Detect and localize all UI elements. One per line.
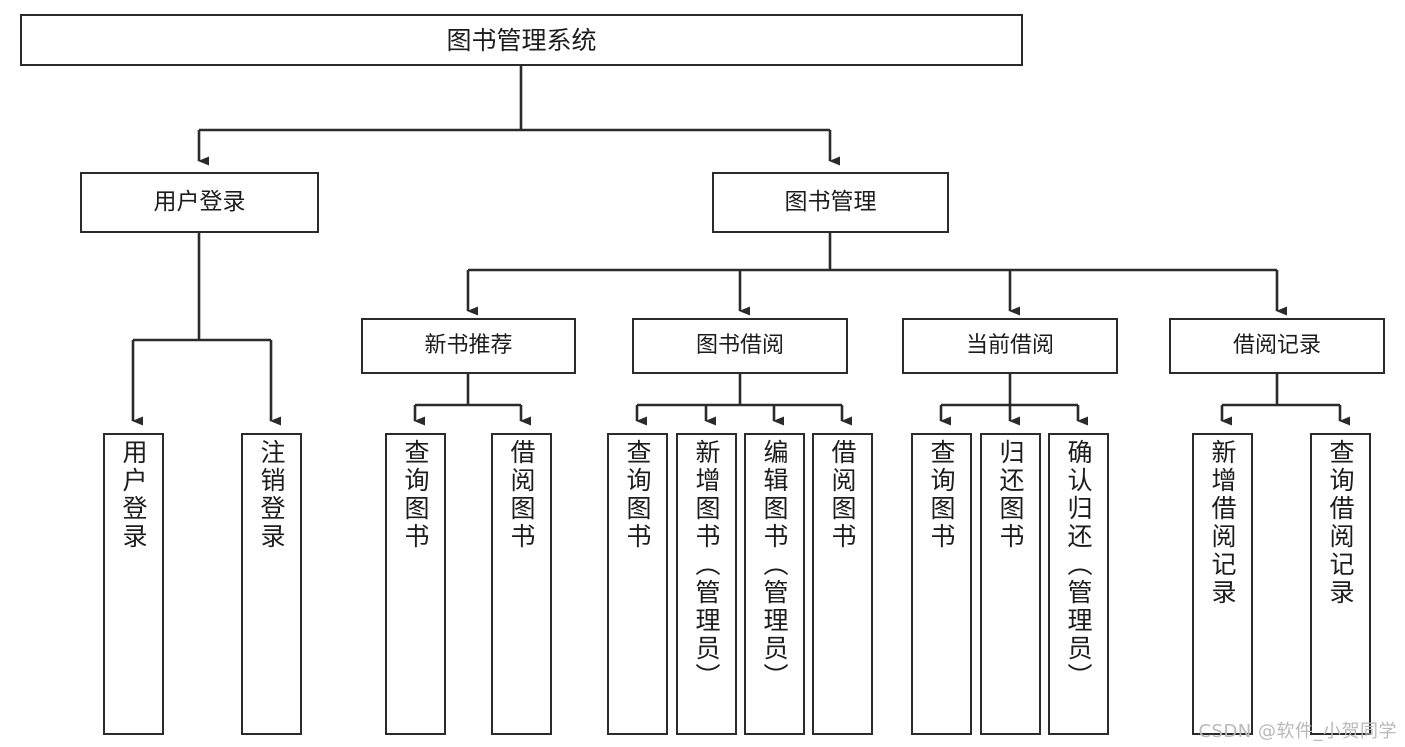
node-root-label: 图书管理系统 [446, 25, 597, 55]
leaf-query-book-3-label: 查询图书 [927, 439, 956, 551]
leaf-query-record[interactable]: 查询借阅记录 [1310, 433, 1371, 735]
leaf-add-record-label: 新增借阅记录 [1208, 439, 1237, 607]
leaf-query-book-2[interactable]: 查询图书 [607, 433, 668, 735]
node-current-borrow[interactable]: 当前借阅 [902, 318, 1118, 374]
leaf-return-book[interactable]: 归还图书 [980, 433, 1041, 735]
node-book-borrow[interactable]: 图书借阅 [632, 318, 848, 374]
node-new-book-rec[interactable]: 新书推荐 [361, 318, 576, 374]
leaf-borrow-book-1-label: 借阅图书 [507, 439, 536, 551]
leaf-borrow-book-2[interactable]: 借阅图书 [812, 433, 873, 735]
leaf-query-book-1-label: 查询图书 [401, 439, 430, 551]
node-borrow-record-label: 借阅记录 [1232, 333, 1321, 358]
leaf-query-book-3[interactable]: 查询图书 [911, 433, 972, 735]
leaf-user-logout[interactable]: 注销登录 [241, 433, 302, 735]
node-borrow-record[interactable]: 借阅记录 [1169, 318, 1385, 374]
node-new-book-rec-label: 新书推荐 [424, 333, 513, 358]
leaf-edit-book-label: 编辑图书（管理员） [760, 439, 789, 691]
watermark: CSDN @软件_小贺同学 [1198, 721, 1397, 742]
node-book-manage-label: 图书管理 [784, 189, 877, 215]
leaf-borrow-book-1[interactable]: 借阅图书 [491, 433, 552, 735]
node-root[interactable]: 图书管理系统 [20, 14, 1023, 66]
node-user-login[interactable]: 用户登录 [80, 172, 319, 233]
leaf-confirm-return-label: 确认归还（管理员） [1064, 439, 1093, 691]
leaf-query-record-label: 查询借阅记录 [1326, 439, 1355, 607]
node-book-manage[interactable]: 图书管理 [712, 172, 949, 233]
leaf-edit-book[interactable]: 编辑图书（管理员） [744, 433, 805, 735]
node-book-borrow-label: 图书借阅 [695, 333, 784, 358]
node-user-login-label: 用户登录 [153, 189, 246, 215]
leaf-user-login-label: 用户登录 [119, 439, 148, 551]
leaf-return-book-label: 归还图书 [996, 439, 1025, 551]
leaf-user-logout-label: 注销登录 [257, 439, 286, 551]
leaf-query-book-2-label: 查询图书 [623, 439, 652, 551]
leaf-user-login[interactable]: 用户登录 [103, 433, 164, 735]
leaf-add-book-label: 新增图书（管理员） [692, 439, 721, 691]
leaf-query-book-1[interactable]: 查询图书 [385, 433, 446, 735]
leaf-add-book[interactable]: 新增图书（管理员） [676, 433, 737, 735]
node-current-borrow-label: 当前借阅 [965, 333, 1054, 358]
leaf-borrow-book-2-label: 借阅图书 [828, 439, 857, 551]
leaf-add-record[interactable]: 新增借阅记录 [1192, 433, 1253, 735]
leaf-confirm-return[interactable]: 确认归还（管理员） [1048, 433, 1109, 735]
